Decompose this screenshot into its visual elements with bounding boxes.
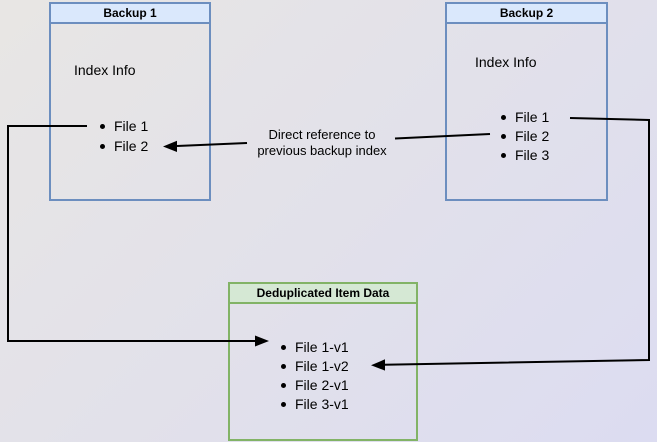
dedup-title: Deduplicated Item Data	[230, 284, 416, 304]
file-item: File 1	[501, 108, 549, 127]
backup2-file-list: File 1 File 2 File 3	[501, 108, 549, 165]
backup1-title: Backup 1	[51, 4, 209, 24]
backup2-box: Backup 2 Index Info File 1 File 2 File 3	[445, 2, 608, 201]
file-item: File 2	[501, 127, 549, 146]
backup2-title: Backup 2	[447, 4, 606, 24]
direct-reference-label: Direct reference to previous backup inde…	[257, 127, 387, 158]
file-item: File 2-v1	[281, 376, 349, 395]
file-item: File 1-v2	[281, 357, 349, 376]
file-item: File 2	[100, 136, 148, 156]
backup1-index-info-label: Index Info	[74, 62, 136, 78]
backup2-index-info-label: Index Info	[475, 54, 537, 70]
file-item: File 1-v1	[281, 338, 349, 357]
backup1-file-list: File 1 File 2	[100, 116, 148, 156]
backup1-box: Backup 1 Index Info File 1 File 2	[49, 2, 211, 201]
file-item: File 3	[501, 146, 549, 165]
dedup-item-list: File 1-v1 File 1-v2 File 2-v1 File 3-v1	[281, 338, 349, 414]
file-item: File 1	[100, 116, 148, 136]
file-item: File 3-v1	[281, 395, 349, 414]
deduplicated-item-data-box: Deduplicated Item Data File 1-v1 File 1-…	[228, 282, 418, 441]
